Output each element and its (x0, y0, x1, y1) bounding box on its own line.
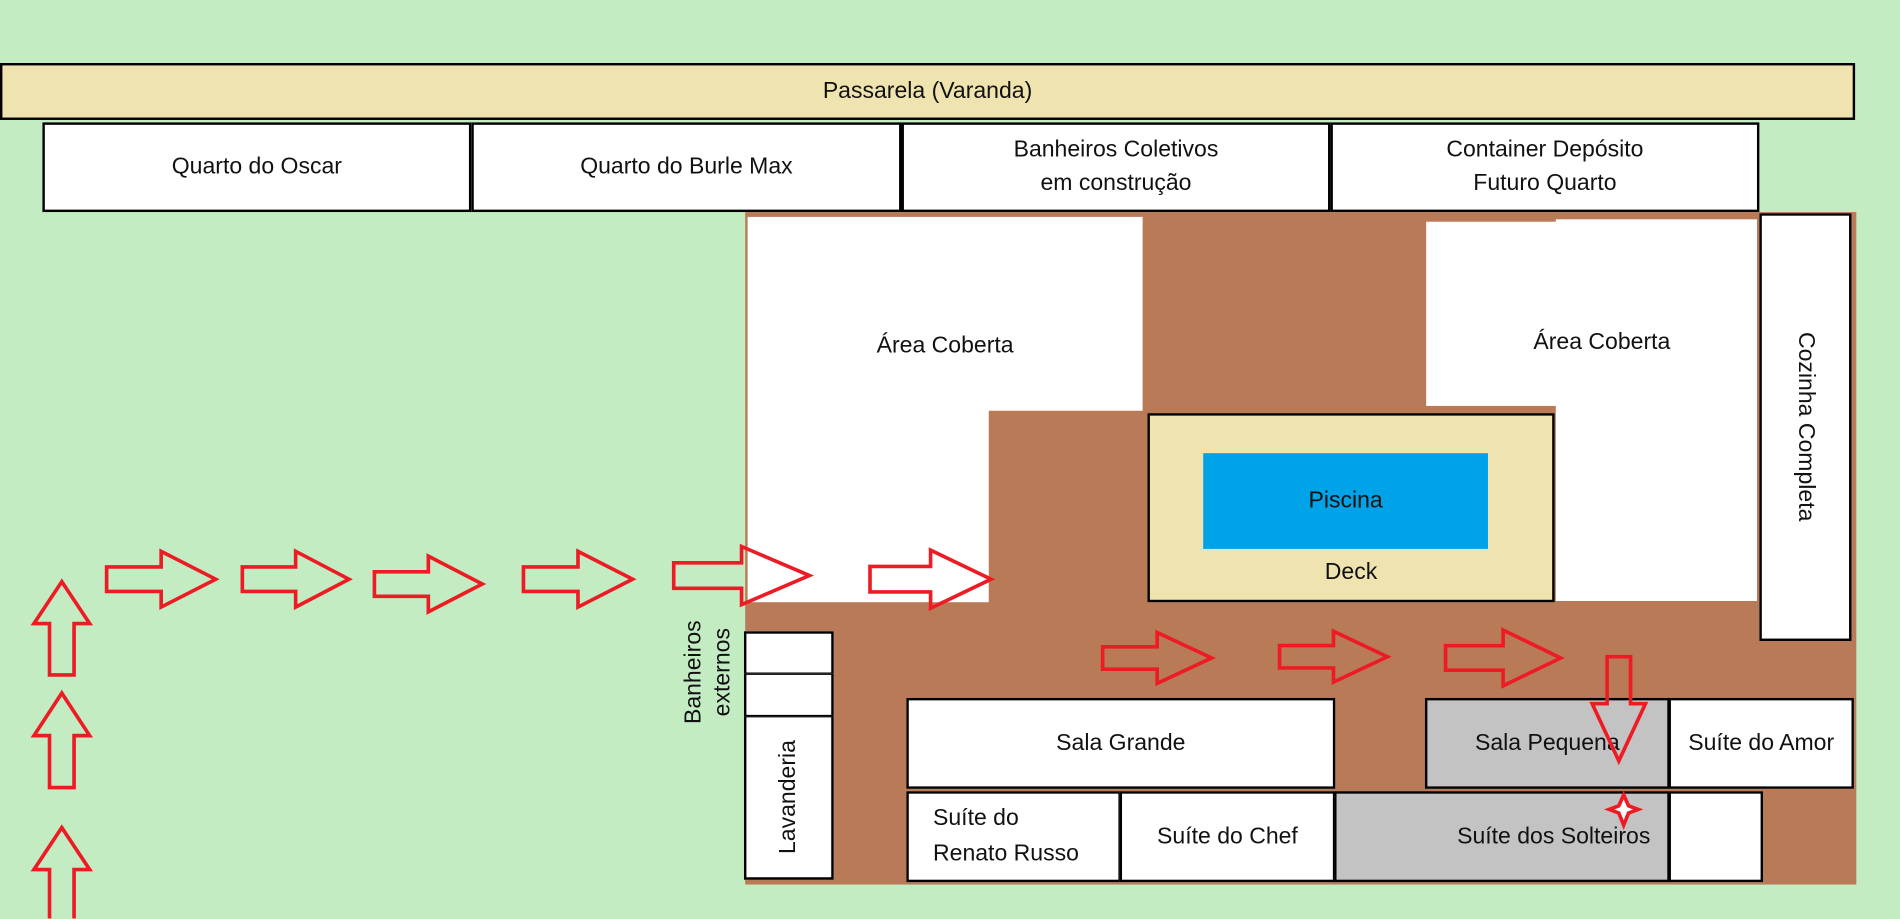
covered-area-label: Área Coberta (876, 333, 1014, 359)
room-container: Container Depósito Futuro Quarto (1330, 122, 1760, 213)
room-label: Quarto do Oscar (171, 154, 342, 180)
route-arrow-icon (30, 578, 94, 677)
pool-label: Piscina (1308, 487, 1383, 514)
room-label: Container Depósito Futuro Quarto (1446, 137, 1644, 197)
room-label: Quarto do Burle Max (580, 154, 793, 180)
laundry: Lavanderia (743, 716, 834, 880)
room-label: Sala Grande (1056, 730, 1186, 756)
suite-solteiros: Suíte dos Solteiros (1334, 791, 1670, 883)
room-label: Suíte do Amor (1688, 730, 1835, 756)
route-arrow-icon (521, 548, 637, 611)
passarela: Passarela (Varanda) (0, 63, 1856, 120)
suite-renato-russo: Suíte do Renato Russo (906, 791, 1121, 883)
route-arrow-icon (104, 548, 220, 611)
suite-chef: Suíte do Chef (1119, 791, 1336, 883)
covered-area-left: Área Coberta (747, 216, 1143, 411)
room-quarto-oscar: Quarto do Oscar (42, 122, 472, 213)
deck-label: Deck (1324, 560, 1378, 586)
room-label: Suíte do Chef (1157, 823, 1298, 850)
covered-area-right-part (1426, 221, 1560, 406)
room-quarto-burle-max: Quarto do Burle Max (471, 122, 902, 213)
room-banheiros-coletivos: Banheiros Coletivos em construção (901, 122, 1331, 213)
passarela-label: Passarela (Varanda) (822, 78, 1033, 104)
room-label: Banheiros Coletivos em construção (1013, 137, 1219, 197)
route-arrow-icon (240, 548, 353, 611)
covered-area-left-lower (747, 409, 989, 603)
route-arrow-icon (30, 689, 94, 790)
laundry-label: Lavanderia (775, 740, 802, 855)
room-label: Suíte dos Solteiros (1457, 823, 1651, 850)
room-label: Sala Pequena (1474, 730, 1620, 756)
route-arrow-icon (30, 824, 94, 919)
covered-area-right-lower (1555, 219, 1757, 602)
pool: Piscina (1203, 453, 1488, 549)
unnamed-room (1668, 791, 1764, 883)
covered-area-right: Área Coberta (1426, 315, 1777, 371)
suite-amor: Suíte do Amor (1668, 697, 1854, 789)
external-bathroom-2 (743, 673, 834, 718)
kitchen-label: Cozinha Completa (1793, 332, 1819, 522)
sala-grande: Sala Grande (906, 697, 1336, 789)
external-bathroom-1 (743, 631, 834, 675)
external-bathrooms-label: Banheiros externos (681, 620, 736, 725)
covered-area-label: Área Coberta (1533, 329, 1671, 356)
room-label: Suíte do Renato Russo (933, 805, 1079, 866)
route-arrow-icon (372, 553, 487, 615)
kitchen: Cozinha Completa (1759, 213, 1852, 641)
sala-pequena: Sala Pequena (1424, 697, 1670, 789)
